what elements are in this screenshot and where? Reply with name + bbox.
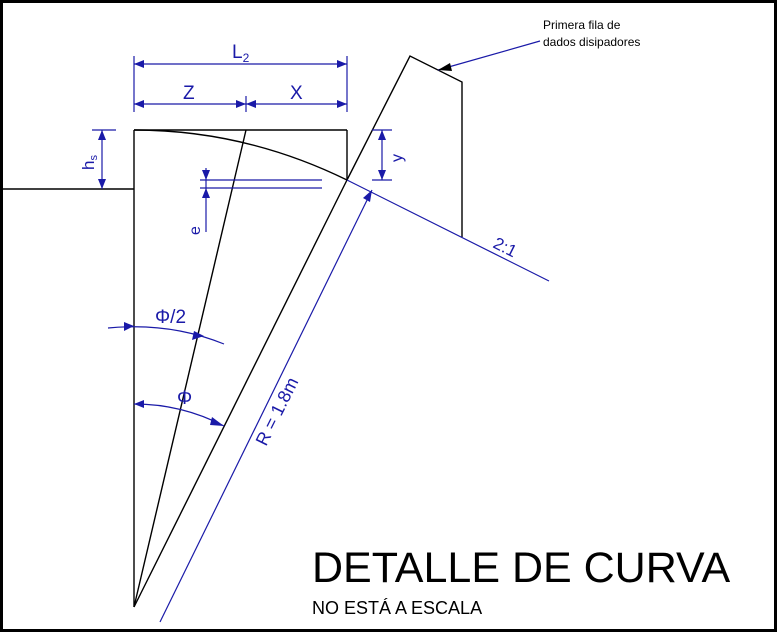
arrow-e-bottom xyxy=(202,188,210,198)
callout-text-line2: dados disipadores xyxy=(543,35,640,49)
arrow-phi-right xyxy=(210,417,224,426)
arrow-x-right xyxy=(337,100,347,108)
arrow-hs-top xyxy=(98,130,106,140)
arrow-hs-bottom xyxy=(98,179,106,189)
geometry-lines xyxy=(3,55,463,608)
drawing-subtitle: NO ESTÁ A ESCALA xyxy=(312,598,482,618)
callout-text-line1: Primera fila de xyxy=(543,18,621,32)
phi-half-arc xyxy=(107,326,225,345)
arrow-e-top xyxy=(202,170,210,180)
dissipator-block xyxy=(346,55,463,237)
arrow-x-left xyxy=(246,100,256,108)
slope-label: 2:1 xyxy=(490,234,520,262)
radial-line-half xyxy=(133,129,247,608)
arrow-phi-half-right xyxy=(192,331,204,340)
phi-label: Φ xyxy=(177,388,192,409)
arrow-phi-left xyxy=(134,400,144,408)
arrow-z-left xyxy=(134,100,144,108)
arrow-radius-end xyxy=(363,190,372,202)
e-label: e xyxy=(187,226,204,235)
arrow-phi-half-left xyxy=(124,322,134,331)
arrow-callout xyxy=(438,63,452,71)
arrowheads xyxy=(98,60,452,426)
callout-leader xyxy=(437,40,541,71)
dimension-lines xyxy=(92,40,550,623)
arrow-l2-left xyxy=(134,60,144,68)
x-label: X xyxy=(290,83,303,104)
radial-line-full xyxy=(133,179,348,608)
y-label: y xyxy=(389,154,406,162)
z-label: Z xyxy=(183,83,195,104)
radius-label: R = 1.8m xyxy=(252,374,303,449)
hs-label: hs xyxy=(79,155,100,170)
arrow-z-right xyxy=(236,100,246,108)
radius-dimension-line xyxy=(159,189,373,623)
drawing-title: DETALLE DE CURVA xyxy=(312,544,730,592)
curve-detail-drawing: L2 Z X hs y e 2:1 Φ/2 Φ R = 1.8m Primera… xyxy=(3,18,730,623)
arrow-y-bottom xyxy=(378,170,386,180)
arrow-l2-right xyxy=(337,60,347,68)
arrow-y-top xyxy=(378,130,386,140)
slope-line xyxy=(346,179,550,282)
l2-label: L2 xyxy=(232,42,250,65)
phi-half-label: Φ/2 xyxy=(155,307,186,328)
